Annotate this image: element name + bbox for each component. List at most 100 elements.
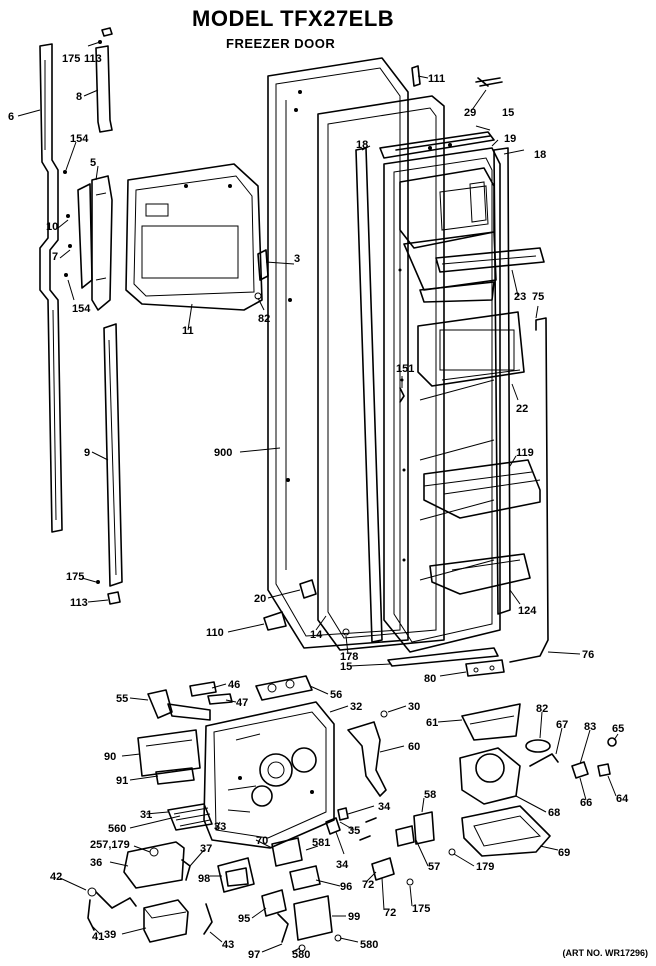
label-151: 151 <box>396 363 414 375</box>
label-175b: 175 <box>66 571 84 583</box>
trim-strip-9 <box>96 323 123 605</box>
art-number: (ART NO. WR17296) <box>562 948 648 958</box>
trim-strip-6 <box>39 43 63 533</box>
shelf-23 <box>435 247 545 273</box>
label-95: 95 <box>238 913 250 925</box>
label-19: 19 <box>504 133 516 145</box>
label-37: 37 <box>200 843 212 855</box>
label-580b: 580 <box>360 939 378 951</box>
label-80: 80 <box>424 673 436 685</box>
label-14: 14 <box>310 629 323 641</box>
label-10: 10 <box>46 221 58 233</box>
label-9: 9 <box>84 447 90 459</box>
label-90: 90 <box>104 751 116 763</box>
label-113b: 113 <box>70 597 88 609</box>
label-11: 11 <box>182 325 194 337</box>
label-97: 97 <box>248 949 260 961</box>
label-111: 111 <box>428 73 445 85</box>
label-175: 175 <box>62 53 80 65</box>
label-46: 46 <box>228 679 240 691</box>
label-42: 42 <box>50 871 62 883</box>
label-99: 99 <box>348 911 360 923</box>
label-65: 65 <box>612 723 624 735</box>
label-43: 43 <box>222 939 234 951</box>
breaker-strip-18 <box>355 147 383 643</box>
dispenser-frame-22 <box>417 311 525 387</box>
label-56: 56 <box>330 689 342 701</box>
label-96: 96 <box>340 881 352 893</box>
label-39: 39 <box>104 929 116 941</box>
label-23: 23 <box>514 291 526 303</box>
label-900: 900 <box>214 447 232 459</box>
label-98: 98 <box>198 873 210 885</box>
label-82: 82 <box>258 313 270 325</box>
part-90-91 <box>137 729 201 785</box>
label-20: 20 <box>254 593 266 605</box>
label-154b: 154 <box>72 303 91 315</box>
label-7: 7 <box>52 251 58 263</box>
chute-61 <box>461 703 521 741</box>
label-15: 15 <box>502 107 514 119</box>
label-82b: 82 <box>536 703 548 715</box>
grille-31 <box>167 803 213 831</box>
label-83: 83 <box>584 721 596 733</box>
label-580: 580 <box>292 949 310 961</box>
label-30: 30 <box>408 701 420 713</box>
label-68: 68 <box>548 807 560 819</box>
part-72 <box>371 857 414 886</box>
part-39 <box>143 899 189 943</box>
label-3: 3 <box>294 253 300 265</box>
label-91: 91 <box>116 775 128 787</box>
label-581: 581 <box>312 837 330 849</box>
lever-60 <box>347 710 388 797</box>
trim-strip-8 <box>95 27 113 133</box>
callout-labels: 175 113 6 8 154 5 10 7 154 9 175 113 11 … <box>8 53 629 961</box>
label-179: 179 <box>476 861 494 873</box>
label-69: 69 <box>558 847 570 859</box>
label-110: 110 <box>206 627 224 639</box>
door-panel-900 <box>267 57 409 649</box>
label-34b: 34 <box>336 859 349 871</box>
label-57: 57 <box>428 861 440 873</box>
inner-panel-11 <box>125 163 263 311</box>
label-5: 5 <box>90 157 96 169</box>
wire-42-41 <box>87 887 137 931</box>
label-119: 119 <box>516 447 534 459</box>
label-257-179: 257,179 <box>90 839 130 851</box>
label-75: 75 <box>532 291 544 303</box>
part-70 <box>271 837 303 867</box>
section-subtitle: FREEZER DOOR <box>226 36 336 51</box>
label-36: 36 <box>90 857 102 869</box>
parts-82-67-83-65 <box>525 737 617 779</box>
label-41: 41 <box>92 931 104 943</box>
hinge-bracket-5 <box>63 170 113 311</box>
label-34: 34 <box>378 801 391 813</box>
bracket-55-46-47 <box>147 681 233 721</box>
label-55: 55 <box>116 693 128 705</box>
label-72: 72 <box>362 879 374 891</box>
label-175c: 175 <box>412 903 430 915</box>
label-67: 67 <box>556 719 568 731</box>
cover-69 <box>461 805 551 857</box>
label-178: 178 <box>340 651 358 663</box>
part-43 <box>203 903 213 935</box>
label-18b: 18 <box>356 139 368 151</box>
door-gasket-14 <box>317 95 445 651</box>
part-95-97 <box>261 889 289 943</box>
label-35: 35 <box>348 825 360 837</box>
leader-lines <box>17 41 619 953</box>
label-154: 154 <box>70 133 89 145</box>
label-22: 22 <box>516 403 528 415</box>
top-trim-15 <box>379 131 495 159</box>
wire-75-76 <box>509 317 549 663</box>
door-liner <box>383 147 511 653</box>
label-66: 66 <box>580 797 592 809</box>
shelf-bin-124 <box>429 553 531 595</box>
label-15b: 15 <box>340 661 352 673</box>
label-124: 124 <box>518 605 537 617</box>
bracket-36 <box>123 841 191 889</box>
screw-151 <box>399 387 405 403</box>
label-113: 113 <box>84 53 102 65</box>
label-70: 70 <box>256 835 268 847</box>
